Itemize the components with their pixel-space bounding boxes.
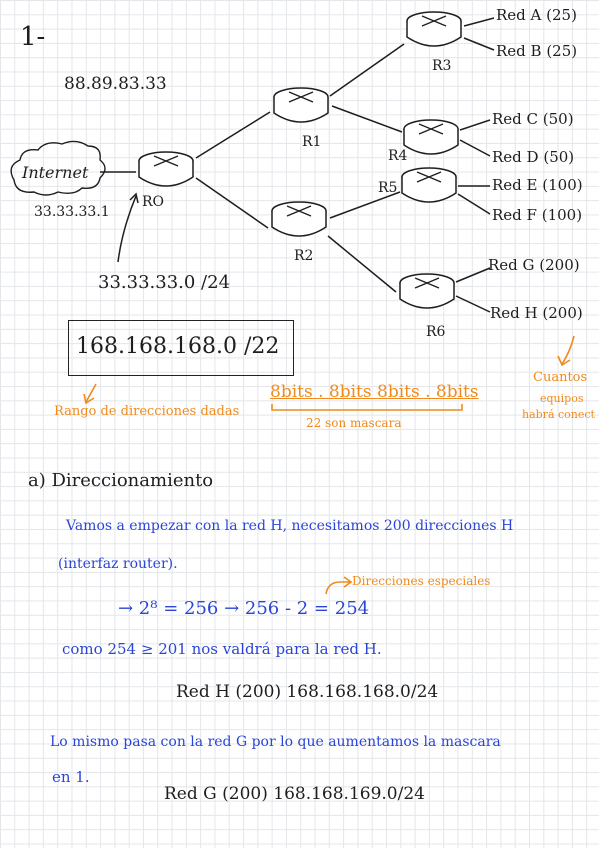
network-a-label: Red A (25) — [496, 6, 577, 24]
router-r3-icon — [405, 10, 463, 50]
internet-label: Internet — [22, 163, 89, 182]
range-label: Rango de direcciones dadas — [54, 404, 240, 419]
router-r0-icon — [137, 150, 195, 190]
paragraph2-line2: en 1. — [52, 768, 90, 786]
network-c-label: Red C (50) — [492, 110, 574, 128]
red-g-result: Red G (200) 168.168.169.0/24 — [164, 784, 425, 804]
paragraph1-line1: Vamos a empezar con la red H, necesitamo… — [66, 518, 514, 534]
router-r4-icon — [402, 118, 460, 158]
bits-label: 8bits . 8bits 8bits . 8bits — [270, 382, 479, 402]
router-r2-icon — [270, 200, 328, 240]
wan-network: 33.33.33.0 /24 — [98, 272, 231, 293]
hosts-note-line1: Cuantos — [533, 370, 588, 385]
given-block: 168.168.168.0 /22 — [76, 334, 280, 359]
network-d-label: Red D (50) — [492, 148, 575, 166]
router-r2-label: R2 — [294, 248, 314, 264]
comparison: como 254 ≥ 201 nos valdrá para la red H. — [62, 640, 382, 658]
exercise-number: 1- — [20, 22, 46, 52]
router-r4-label: R4 — [388, 148, 408, 164]
router-r0-label: RO — [142, 194, 165, 210]
router-r5-label: R5 — [378, 180, 398, 196]
router-r1-icon — [272, 86, 330, 126]
hosts-note-line3: habrá conect — [522, 408, 595, 421]
router-r1-label: R1 — [302, 134, 322, 150]
paragraph1-line2: (interfaz router). — [58, 556, 178, 572]
section-a-heading: a) Direccionamiento — [28, 470, 214, 491]
isp-ip-address: 33.33.33.1 — [34, 204, 110, 220]
router-r6-label: R6 — [426, 324, 446, 340]
router-r6-icon — [398, 272, 456, 312]
mask-note: 22 son mascara — [306, 416, 402, 430]
network-f-label: Red F (100) — [492, 206, 583, 224]
network-b-label: Red B (25) — [496, 42, 578, 60]
top-ip-address: 88.89.83.33 — [64, 74, 167, 94]
given-block-box — [68, 320, 294, 376]
network-h-label: Red H (200) — [490, 304, 583, 322]
network-e-label: Red E (100) — [492, 176, 583, 194]
router-r5-icon — [400, 166, 458, 206]
calculation: → 2⁸ = 256 → 256 - 2 = 254 — [118, 598, 370, 619]
network-g-label: Red G (200) — [488, 256, 580, 274]
hosts-note-line2: equipos — [540, 392, 584, 405]
router-r3-label: R3 — [432, 58, 452, 74]
special-address-note: Direcciones especiales — [352, 574, 491, 588]
red-h-result: Red H (200) 168.168.168.0/24 — [176, 682, 439, 702]
paragraph2-line1: Lo mismo pasa con la red G por lo que au… — [50, 734, 501, 750]
